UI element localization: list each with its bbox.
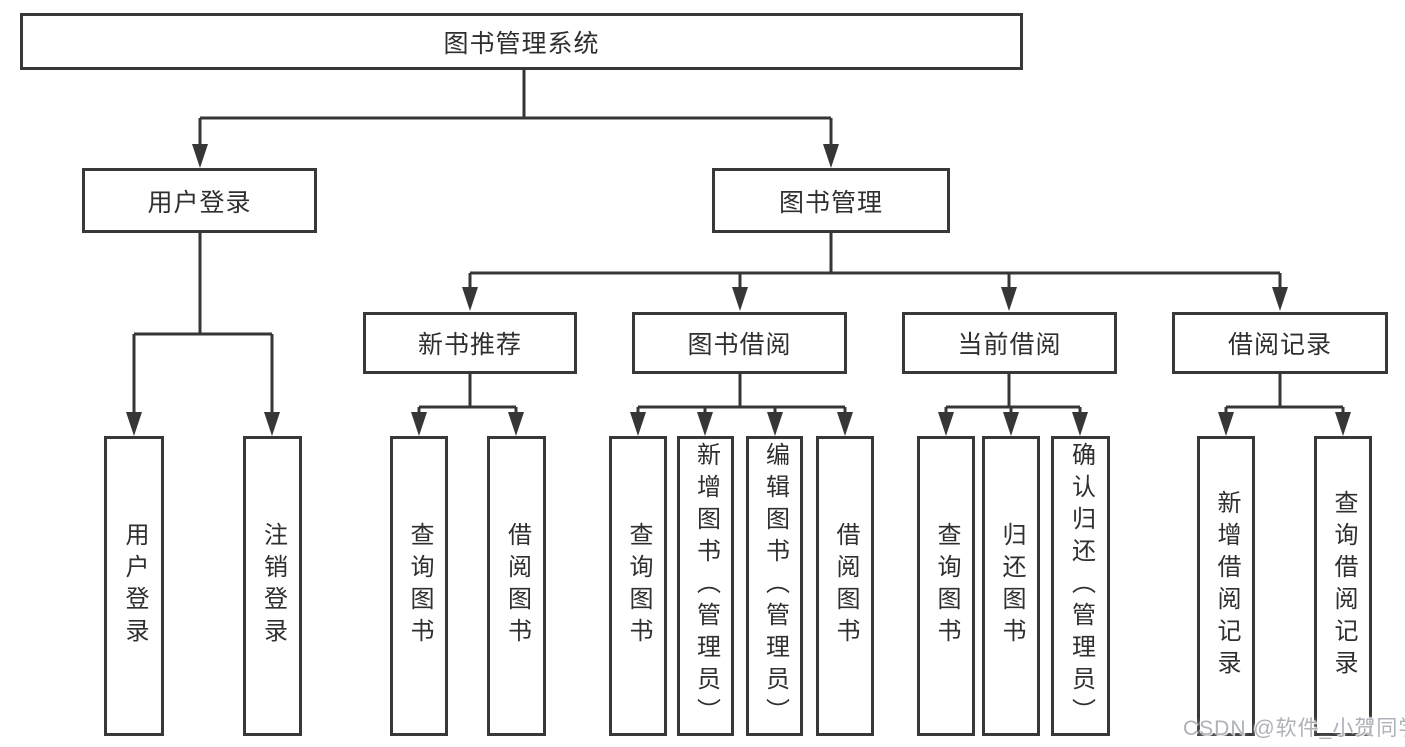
node-book-management: 图书管理 — [712, 168, 950, 233]
leaf-records-add-borrow-record: 新增借阅记录 — [1197, 436, 1255, 736]
leaf-current-confirm-return-admin: 确认归还（管理员） — [1051, 436, 1110, 736]
leaf-borrow-query-books: 查询图书 — [609, 436, 667, 736]
leaf-logout: 注销登录 — [243, 436, 302, 736]
node-new-book-recommend: 新书推荐 — [363, 312, 577, 374]
csdn-watermark: CSDN @软件_小贺同学 — [1183, 717, 1405, 740]
node-current-borrow: 当前借阅 — [902, 312, 1117, 374]
node-borrow-records: 借阅记录 — [1172, 312, 1388, 374]
leaf-borrow-borrow-books: 借阅图书 — [816, 436, 874, 736]
leaf-current-query-books: 查询图书 — [917, 436, 975, 736]
node-user-login: 用户登录 — [82, 168, 317, 233]
leaf-current-return-books: 归还图书 — [982, 436, 1040, 736]
leaf-records-query-borrow-record: 查询借阅记录 — [1314, 436, 1372, 736]
leaf-borrow-edit-books-admin: 编辑图书（管理员） — [746, 436, 803, 736]
node-root-library-system: 图书管理系统 — [20, 13, 1023, 70]
node-book-borrow: 图书借阅 — [632, 312, 847, 374]
leaf-user-login: 用户登录 — [104, 436, 164, 736]
arrowheads — [126, 144, 1351, 436]
leaf-borrow-add-books-admin: 新增图书（管理员） — [677, 436, 734, 736]
leaf-rec-query-books: 查询图书 — [390, 436, 448, 736]
leaf-rec-borrow-books: 借阅图书 — [487, 436, 546, 736]
